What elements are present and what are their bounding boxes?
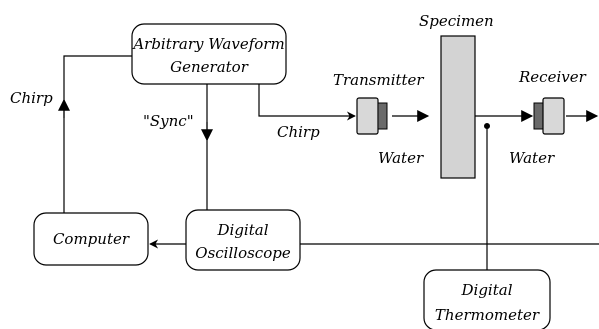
specimen-slab [440, 35, 476, 179]
transmitter-transducer [356, 97, 388, 135]
water-right-label: Water [509, 149, 555, 167]
chirp-left-label: Chirp [10, 89, 53, 107]
receiver-transducer [533, 97, 565, 135]
thermometer-probe-dot [484, 123, 490, 129]
computer-block: Computer [33, 212, 149, 266]
sync-label: "Sync" [143, 112, 194, 130]
awg-label-line1: Arbitrary Waveform [131, 35, 284, 53]
oscilloscope-block: Digital Oscilloscope [185, 209, 301, 271]
thermometer-block: Digital Thermometer [423, 269, 551, 329]
computer-label: Computer [53, 230, 130, 248]
water-left-label: Water [378, 149, 424, 167]
oscilloscope-label-line2: Oscilloscope [195, 244, 291, 262]
thermometer-label-line1: Digital [461, 281, 513, 299]
oscilloscope-label-line1: Digital [217, 221, 269, 239]
computer-to-awg-wire [63, 55, 132, 213]
thermometer-label-line2: Thermometer [435, 306, 540, 324]
awg-label-line2: Generator [170, 58, 249, 76]
receiver-label: Receiver [518, 68, 587, 86]
chirp-to-transmitter-wire [258, 84, 356, 121]
specimen-label: Specimen [419, 12, 494, 30]
transmitter-label: Transmitter [333, 71, 424, 89]
chirp-mid-label: Chirp [277, 123, 320, 141]
awg-block: Arbitrary Waveform Generator [131, 23, 287, 85]
